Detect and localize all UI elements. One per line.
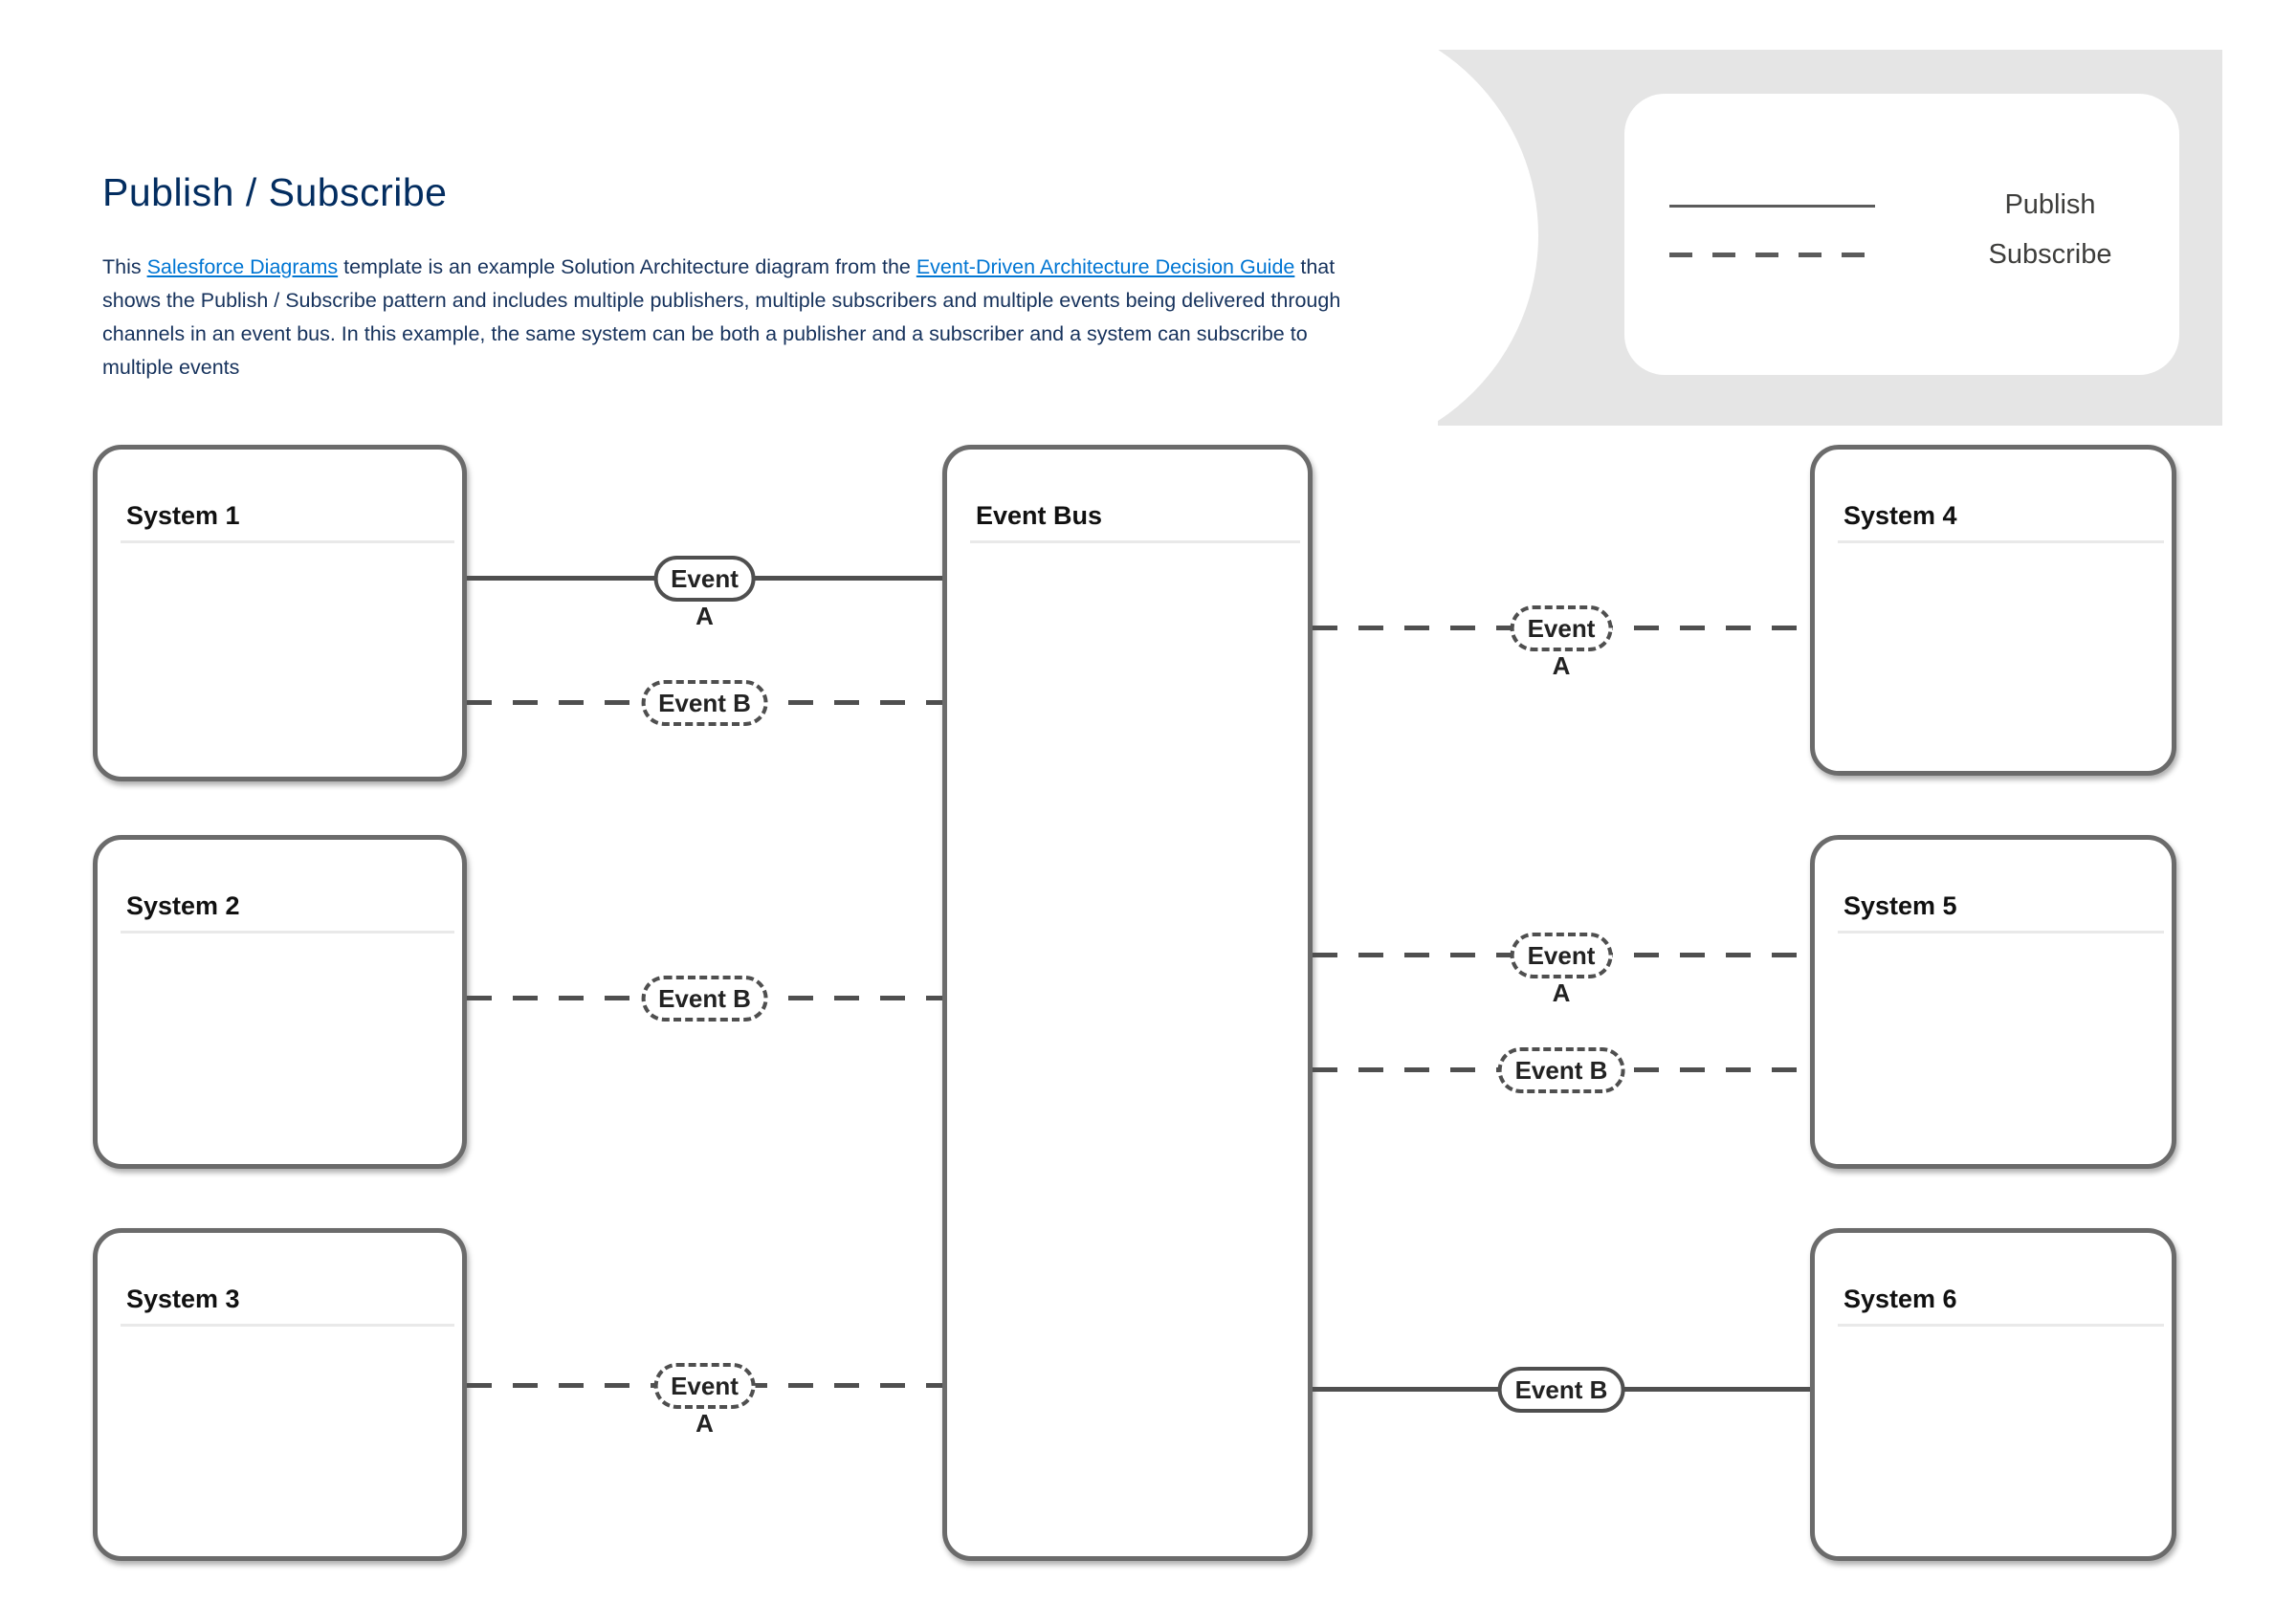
event-capsule: Event A — [653, 1363, 756, 1439]
event-capsule-line2: A — [695, 602, 714, 630]
page-title: Publish / Subscribe — [102, 170, 448, 214]
event-capsule-pill: Event B — [641, 976, 768, 1022]
legend-card: Publish Subscribe — [1624, 94, 2179, 375]
event-capsule-pill: Event B — [1497, 1047, 1625, 1093]
event-capsule-line2: A — [695, 1409, 714, 1438]
event-capsule: Event B — [1497, 1367, 1625, 1413]
node-system2-title: System 2 — [126, 891, 240, 920]
event-capsule: Event B — [641, 680, 768, 726]
connector-system5-subscribe-event-a: Event A — [1313, 933, 1810, 1007]
node-divider — [1838, 1324, 2164, 1327]
event-capsule: Event A — [653, 556, 756, 631]
node-system3: System 3 — [93, 1228, 467, 1561]
legend-publish-label: Publish — [2004, 189, 2096, 220]
connector-system2-subscribe-event-b: Event B — [467, 976, 942, 1022]
node-system6-title: System 6 — [1843, 1285, 1957, 1313]
event-capsule-pill: Event — [1510, 933, 1613, 978]
node-divider — [1838, 540, 2164, 543]
event-driven-architecture-guide-link[interactable]: Event-Driven Architecture Decision Guide — [916, 255, 1295, 278]
event-capsule-line2: A — [1552, 651, 1571, 680]
node-event-bus: Event Bus — [942, 445, 1313, 1561]
legend-publish-line — [1669, 205, 1875, 208]
node-system2: System 2 — [93, 835, 467, 1169]
intro-text: This — [102, 255, 147, 278]
event-capsule: Event A — [1510, 605, 1613, 681]
intro-text: that shows the Publish / Subscribe patte… — [102, 255, 1341, 379]
event-capsule-pill: Event B — [1497, 1367, 1625, 1413]
event-capsule: Event B — [641, 976, 768, 1022]
node-system4-title: System 4 — [1843, 501, 1957, 530]
node-system1: System 1 — [93, 445, 467, 781]
node-divider — [970, 540, 1300, 543]
node-event-bus-title: Event Bus — [976, 501, 1103, 530]
connector-system3-subscribe-event-a: Event A — [467, 1363, 942, 1438]
node-divider — [121, 540, 454, 543]
connector-system5-subscribe-event-b: Event B — [1313, 1047, 1810, 1093]
node-system3-title: System 3 — [126, 1285, 240, 1313]
connector-system1-subscribe-event-b: Event B — [467, 680, 942, 726]
legend-panel-curve — [1438, 50, 1538, 426]
connector-system6-publish-event-b: Event B — [1313, 1367, 1810, 1413]
node-divider — [121, 1324, 454, 1327]
legend-subscribe-line — [1669, 253, 1875, 257]
node-divider — [1838, 931, 2164, 934]
event-capsule-pill: Event — [653, 556, 756, 602]
node-divider — [121, 931, 454, 934]
event-capsule-pill: Event — [653, 1363, 756, 1409]
node-system1-title: System 1 — [126, 501, 240, 530]
node-system6: System 6 — [1810, 1228, 2176, 1561]
legend-subscribe-label: Subscribe — [1988, 239, 2112, 270]
event-capsule: Event A — [1510, 933, 1613, 1008]
connector-system1-publish-event-a: Event A — [467, 556, 942, 630]
intro-text: template is an example Solution Architec… — [338, 255, 916, 278]
intro-paragraph: This Salesforce Diagrams template is an … — [102, 251, 1356, 385]
event-capsule-pill: Event B — [641, 680, 768, 726]
event-capsule-line2: A — [1552, 978, 1571, 1007]
connector-system4-subscribe-event-a: Event A — [1313, 605, 1810, 680]
event-capsule: Event B — [1497, 1047, 1625, 1093]
node-system5: System 5 — [1810, 835, 2176, 1169]
legend-panel: Publish Subscribe — [1438, 50, 2222, 426]
node-system4: System 4 — [1810, 445, 2176, 776]
salesforce-diagrams-link[interactable]: Salesforce Diagrams — [146, 255, 339, 278]
event-capsule-pill: Event — [1510, 605, 1613, 651]
node-system5-title: System 5 — [1843, 891, 1957, 920]
